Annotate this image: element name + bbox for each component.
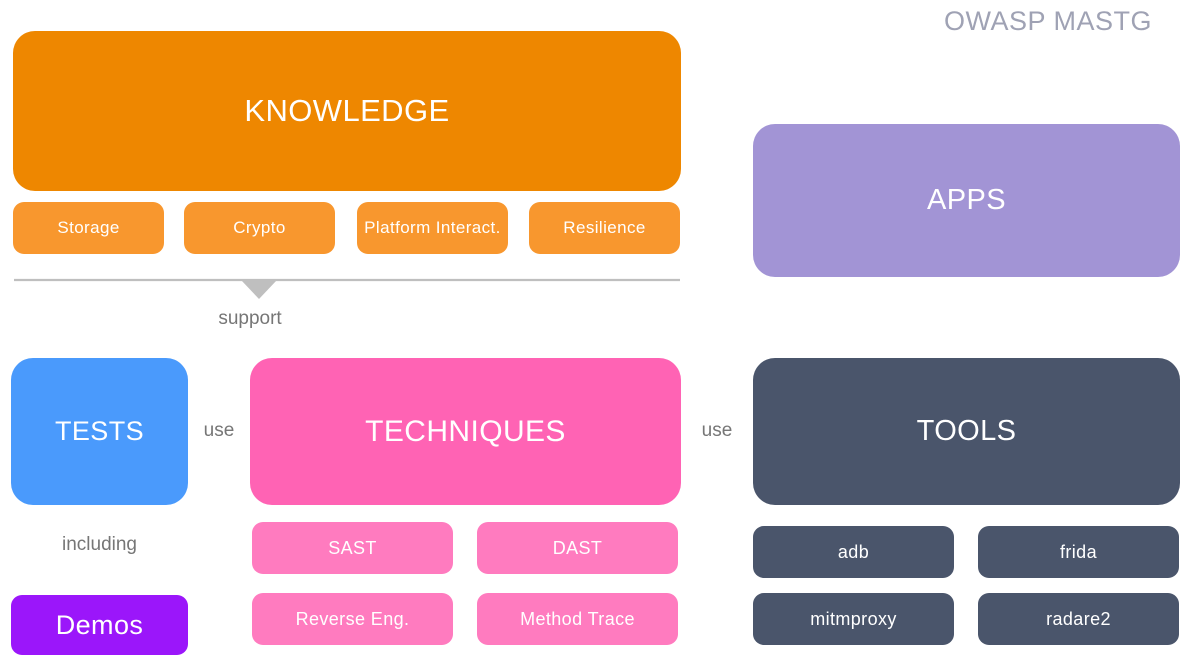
knowledge-item-crypto[interactable]: Crypto [184,202,335,254]
page-title: OWASP MASTG [943,6,1152,36]
tool-item-adb[interactable]: adb [753,526,954,578]
knowledge-item-platform-interact[interactable]: Platform Interact. [357,202,508,254]
tool-item-mitmproxy[interactable]: mitmproxy [753,593,954,645]
knowledge-item-resilience[interactable]: Resilience [529,202,680,254]
tool-item-frida[interactable]: frida [978,526,1179,578]
technique-item-reverse-eng[interactable]: Reverse Eng. [252,593,453,645]
knowledge-item-storage[interactable]: Storage [13,202,164,254]
technique-item-method-trace[interactable]: Method Trace [477,593,678,645]
knowledge-block[interactable]: KNOWLEDGE [13,31,681,191]
edge-label-use-techniques-tools: use [701,420,733,441]
apps-block[interactable]: APPS [753,124,1180,277]
edge-label-including: including [62,534,137,555]
edge-label-use-tests-techniques: use [203,420,235,441]
techniques-block[interactable]: TECHNIQUES [250,358,681,505]
tool-item-radare2[interactable]: radare2 [978,593,1179,645]
technique-item-dast[interactable]: DAST [477,522,678,574]
technique-item-sast[interactable]: SAST [252,522,453,574]
tools-block[interactable]: TOOLS [753,358,1180,505]
support-connector-arrow-icon [14,278,680,299]
edge-label-support: support [218,308,282,329]
demos-block[interactable]: Demos [11,595,188,655]
tests-block[interactable]: TESTS [11,358,188,505]
